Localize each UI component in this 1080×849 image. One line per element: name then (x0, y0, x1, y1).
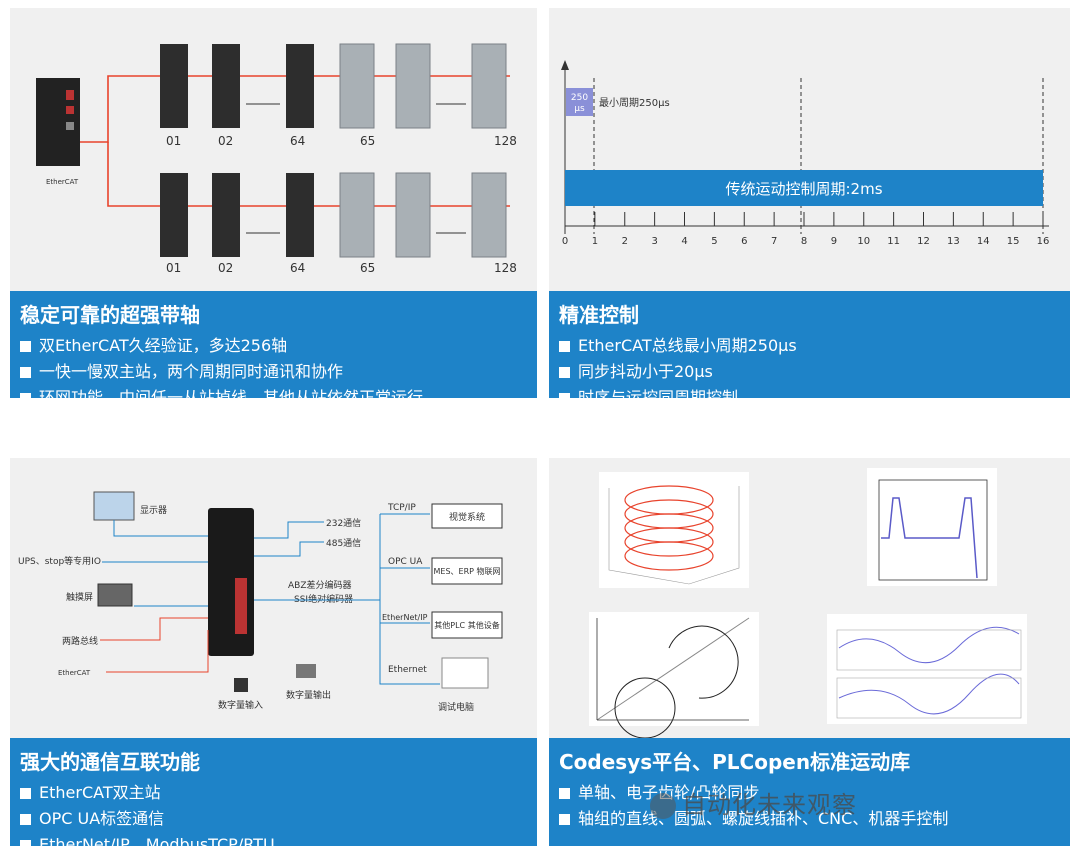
communication-diagram: 显示器 UPS、stop等专用IO 触摸屏 两路总线 EtherCAT 232通… (18, 491, 503, 713)
label-display: 显示器 (140, 505, 167, 516)
panel2-bullet: 同步抖动小于20μs (559, 358, 1070, 382)
ethercat-topology-diagram: EtherCAT 01 02 (36, 43, 517, 275)
panel3-bullet: OPC UA标签通信 (20, 805, 537, 829)
timeline-tick-label: 12 (917, 236, 930, 247)
row2-label-64: 64 (290, 261, 305, 275)
row2-label-128: 128 (494, 261, 517, 275)
label-485: 485通信 (326, 537, 361, 549)
row2-label-01: 01 (166, 261, 181, 275)
label-ssi-encoder: SSI绝对编码器 (294, 593, 353, 605)
panel3-bullet: EtherNet/IP、ModbusTCP/RTU (20, 831, 537, 846)
motion-plots (589, 468, 1027, 738)
min-cycle-label: 最小周期250μs (599, 97, 670, 109)
timeline-tick-label: 7 (771, 236, 777, 247)
timeline-tick-label: 2 (622, 236, 628, 247)
timeline-tick-label: 5 (711, 236, 717, 247)
row2-label-02: 02 (218, 261, 233, 275)
label-touchscreen: 触摸屏 (66, 591, 93, 603)
panel3-caption-bar: 强大的通信互联功能 EtherCAT双主站 OPC UA标签通信 EtherNe… (10, 738, 537, 846)
timeline-tick-label: 8 (801, 236, 807, 247)
timeline-tick-label: 4 (681, 236, 687, 247)
panel4-caption-bar: Codesys平台、PLCopen标准运动库 单轴、电子齿轮/凸轮同步 轴组的直… (549, 738, 1070, 846)
row1-label-64: 64 (290, 134, 305, 148)
timeline-tick-label: 3 (651, 236, 657, 247)
row2-label-65: 65 (360, 261, 375, 275)
panel2-caption-bar: 精准控制 EtherCAT总线最小周期250μs 同步抖动小于20μs 时序与运… (549, 291, 1070, 398)
panel1-bullet: 双EtherCAT久经验证，多达256轴 (20, 332, 537, 356)
panel2-title: 精准控制 (559, 303, 639, 327)
label-ethernetip: EtherNet/IP (382, 613, 428, 622)
panel4-bullet: 单轴、电子齿轮/凸轮同步 (559, 779, 1070, 803)
panel-communication: 显示器 UPS、stop等专用IO 触摸屏 两路总线 EtherCAT 232通… (10, 458, 537, 846)
label-232: 232通信 (326, 517, 361, 529)
panel1-bullet: 一快一慢双主站，两个周期同时通讯和协作 (20, 358, 537, 382)
panel4-title: Codesys平台、PLCopen标准运动库 (559, 750, 911, 774)
traditional-cycle-label: 传统运动控制周期:2ms (725, 180, 882, 198)
box-vision: 视觉系统 (449, 511, 485, 523)
timeline-tick-label: 13 (947, 236, 960, 247)
label-ethernet: Ethernet (388, 665, 427, 675)
label-digital-input: 数字量输入 (218, 699, 263, 711)
timeline-tick-label: 15 (1007, 236, 1020, 247)
timeline-tick-label: 0 (562, 236, 568, 247)
min-cycle-box-value: 250 (571, 93, 588, 103)
row1-label-01: 01 (166, 134, 181, 148)
panel3-bullet: EtherCAT双主站 (20, 779, 537, 803)
timeline-tick-label: 16 (1037, 236, 1050, 247)
timeline-tick-label: 14 (977, 236, 990, 247)
box-mes-erp: MES、ERP 物联网 (433, 566, 500, 576)
label-opcua: OPC UA (388, 557, 423, 567)
min-cycle-box-unit: μs (574, 104, 585, 114)
watermark: 自动化未来观察 (650, 785, 857, 820)
panel-codesys: Codesys平台、PLCopen标准运动库 单轴、电子齿轮/凸轮同步 轴组的直… (549, 458, 1070, 846)
row1-label-128: 128 (494, 134, 517, 148)
label-abz-encoder: ABZ差分编码器 (288, 579, 352, 591)
wechat-icon (650, 793, 676, 819)
timeline-tick-label: 1 (592, 236, 598, 247)
label-dual-bus: 两路总线 (62, 635, 98, 647)
ethercat-logo: EtherCAT (58, 669, 91, 677)
label-digital-output: 数字量输出 (286, 689, 331, 701)
timeline-tick-label: 6 (741, 236, 747, 247)
timeline-tick-label: 9 (831, 236, 837, 247)
ethercat-logo-small: EtherCAT (46, 178, 79, 186)
row1-label-65: 65 (360, 134, 375, 148)
panel1-caption-bar: 稳定可靠的超强带轴 双EtherCAT久经验证，多达256轴 一快一慢双主站，两… (10, 291, 537, 398)
row1-label-02: 02 (218, 134, 233, 148)
label-ups-io: UPS、stop等专用IO (18, 555, 101, 567)
panel3-title: 强大的通信互联功能 (20, 750, 200, 774)
box-other-plc: 其他PLC 其他设备 (434, 620, 499, 630)
panel2-bullet: EtherCAT总线最小周期250μs (559, 332, 1070, 356)
timeline-tick-label: 11 (887, 236, 900, 247)
panel1-bullet: 环网功能，中间任一从站掉线，其他从站依然正常运行 (20, 384, 537, 398)
timeline-tick-label: 10 (857, 236, 870, 247)
label-debug-pc: 调试电脑 (438, 701, 474, 713)
label-tcpip: TCP/IP (387, 503, 416, 513)
panel-dual-ethercat: EtherCAT 01 02 (10, 8, 537, 398)
panel1-title: 稳定可靠的超强带轴 (20, 303, 200, 327)
panel2-bullet: 时序与运控同周期控制 (559, 384, 1070, 398)
